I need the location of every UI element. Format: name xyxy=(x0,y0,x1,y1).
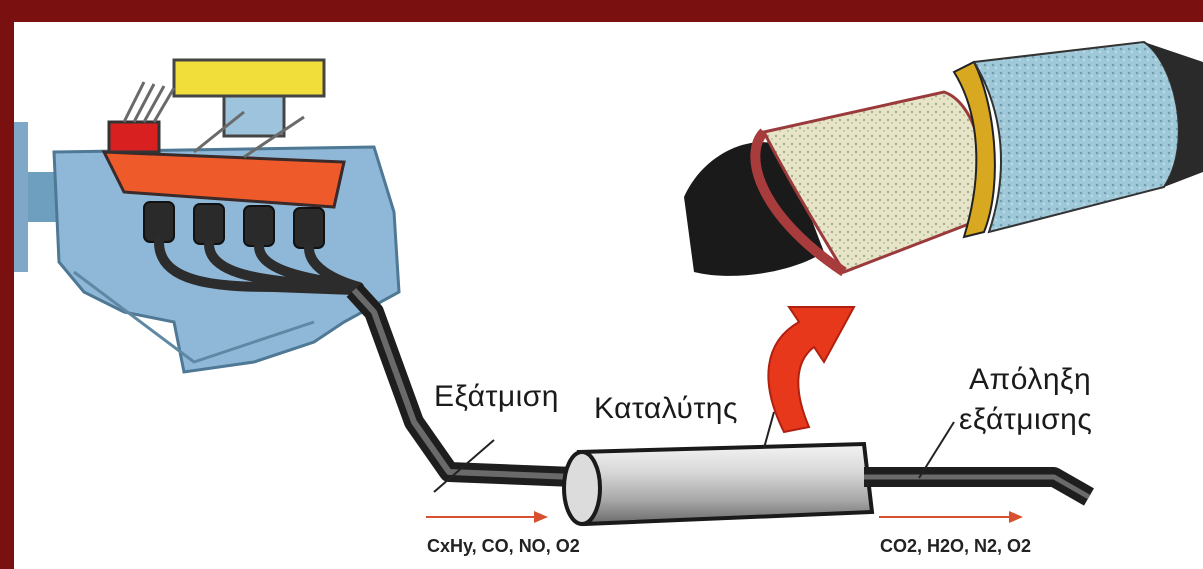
engine-illustration xyxy=(14,60,399,372)
diagram-canvas: Εξάτμιση Καταλύτης Απόληξη εξάτμισης CxH… xyxy=(14,22,1203,569)
label-exhaust: Εξάτμιση xyxy=(434,382,559,412)
formula-input-gases: CxHy, CO, NO, O2 xyxy=(427,537,580,555)
distributor xyxy=(109,122,159,152)
flow-arrow-out xyxy=(879,511,1023,523)
label-catalyst: Καταλύτης xyxy=(594,394,738,424)
engine-pulley xyxy=(28,172,58,222)
engine-fan xyxy=(14,122,28,272)
air-cleaner xyxy=(174,60,324,96)
label-tailpipe-line2: εξάτμισης xyxy=(959,405,1092,435)
catalyst-cutaway xyxy=(684,42,1203,276)
flow-arrow-in xyxy=(426,511,548,523)
curved-arrow-icon xyxy=(768,307,854,432)
formula-output-gases: CO2, H2O, N2, O2 xyxy=(880,537,1031,555)
diagram-graphic xyxy=(14,22,1203,569)
label-tailpipe-line1: Απόληξη xyxy=(969,365,1091,395)
catalytic-converter xyxy=(564,412,872,524)
